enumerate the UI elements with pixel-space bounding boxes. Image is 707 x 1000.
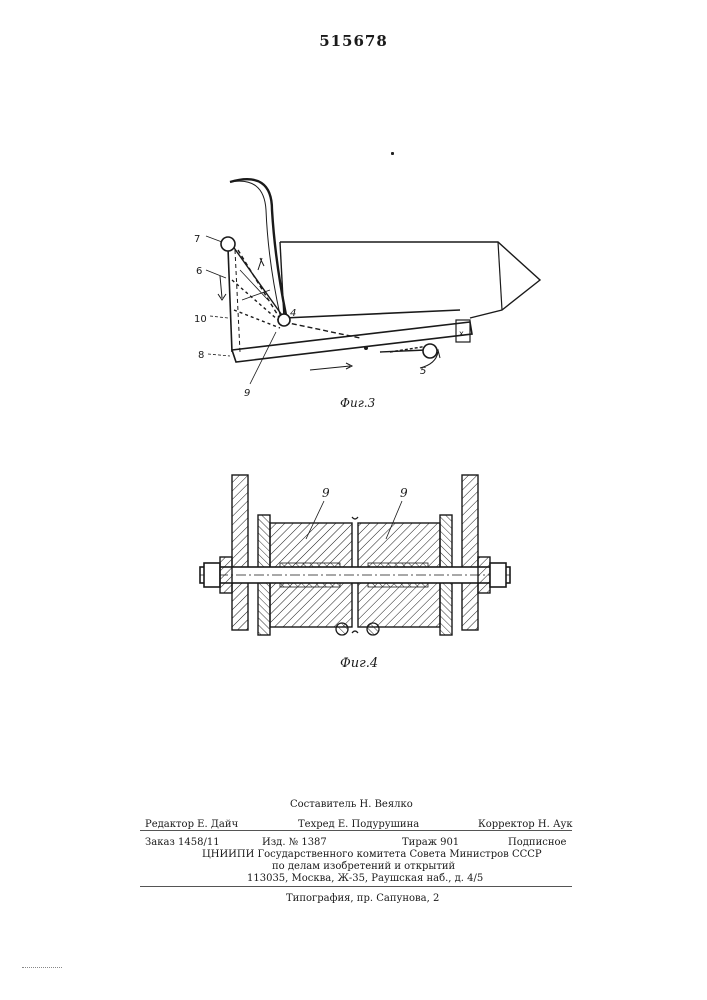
figure-3-drawing: 7 6 10 8 9 4 5 x [180, 170, 560, 400]
ball-left [336, 623, 348, 635]
figure-4-caption: Фиг.4 [340, 656, 378, 671]
imprint-divider-top [140, 830, 572, 831]
bucket-body [280, 242, 540, 318]
left-nut [204, 563, 220, 587]
figure-4: 9 9 [190, 465, 520, 645]
hinge-7 [221, 237, 235, 251]
fig3-label-9: 9 [244, 388, 250, 399]
figure-3: 7 6 10 8 9 4 5 x [180, 170, 560, 400]
fig3-label-x: x [459, 329, 464, 338]
fig3-label-10: 10 [194, 314, 207, 325]
roller-5 [423, 344, 437, 358]
right-wall [462, 475, 478, 630]
frame-lever [232, 322, 472, 362]
fig4-label-left-9: 9 [322, 486, 330, 500]
fig4-label-right-9: 9 [400, 486, 408, 500]
figure-4-drawing: 9 9 [190, 465, 520, 645]
patent-number: 515678 [0, 32, 707, 50]
right-nut [490, 563, 506, 587]
fig3-label-6: 6 [196, 266, 202, 277]
left-wall [232, 475, 248, 630]
stray-mark [391, 152, 394, 155]
address-line: 113035, Москва, Ж-35, Раушская наб., д. … [247, 872, 483, 885]
figure-3-caption: Фиг.3 [340, 396, 375, 410]
fig3-label-7: 7 [194, 234, 200, 245]
hinge-4 [278, 314, 290, 326]
printing-line: Типография, пр. Сапунова, 2 [286, 892, 439, 905]
shaft [200, 567, 510, 583]
fig3-label-5: 5 [420, 366, 426, 377]
fig3-label-8: 8 [198, 350, 204, 361]
compiler-line: Составитель Н. Веялко [290, 798, 413, 811]
fig3-label-4: 4 [290, 308, 296, 319]
ball-right [367, 623, 379, 635]
imprint-divider-bottom [140, 886, 572, 887]
scan-artifact [22, 967, 62, 969]
